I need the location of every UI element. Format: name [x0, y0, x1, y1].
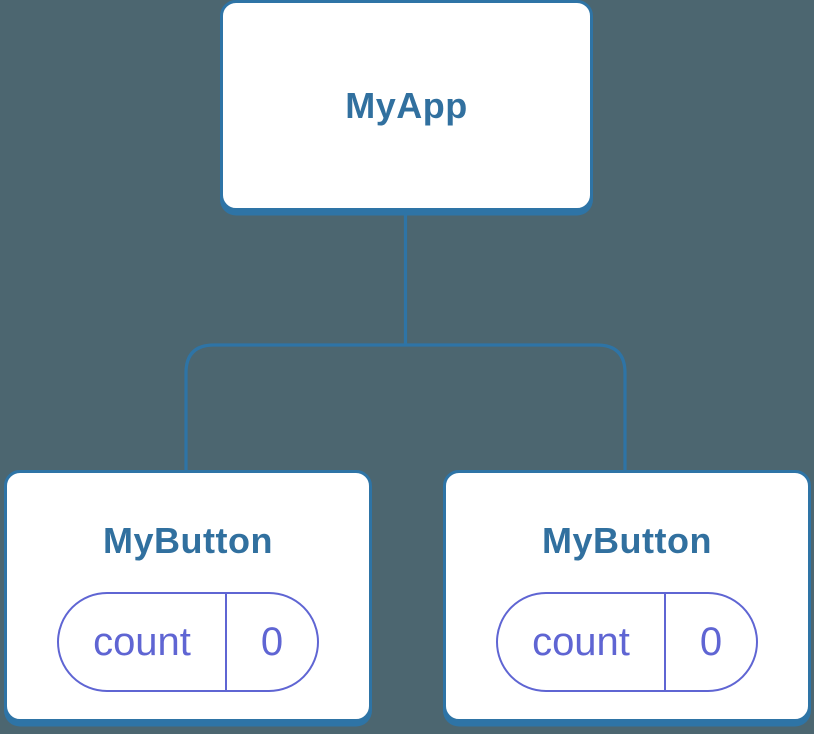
node-label: MyApp — [345, 85, 468, 126]
state-pill: count 0 — [57, 592, 319, 692]
state-value: 0 — [260, 619, 284, 664]
tree-node-root: MyApp — [220, 0, 593, 211]
node-label: MyButton — [542, 520, 712, 561]
node-label: MyButton — [103, 520, 273, 561]
tree-node-child-1: MyButton count 0 — [4, 470, 372, 722]
state-pill: count 0 — [496, 592, 758, 692]
connector-bracket — [184, 343, 627, 473]
state-key: count — [59, 594, 227, 690]
state-value: 0 — [699, 619, 723, 664]
state-key: count — [498, 594, 666, 690]
tree-node-child-2: MyButton count 0 — [443, 470, 811, 722]
